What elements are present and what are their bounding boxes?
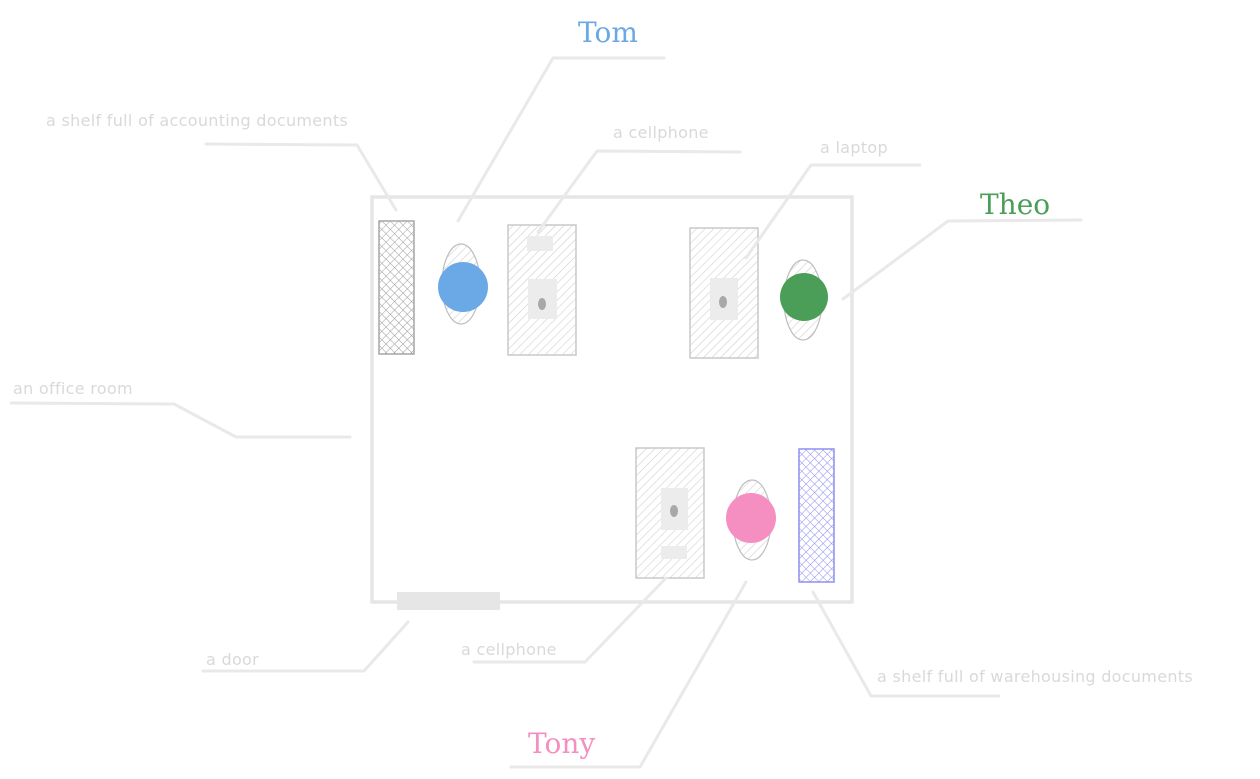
- name-theo: Theo: [980, 188, 1050, 221]
- name-tony: Tony: [528, 727, 595, 760]
- person-tom-dot: [438, 262, 488, 312]
- leader-shelf-warehousing: [811, 590, 1001, 698]
- name-tom: Tom: [578, 16, 638, 49]
- office-room-outline: [370, 195, 854, 604]
- label-laptop: a laptop: [820, 138, 888, 157]
- leader-shelf-accounting: [204, 142, 398, 212]
- label-shelf-warehousing: a shelf full of warehousing documents: [877, 667, 1193, 686]
- desk-theo-mouse: [719, 296, 727, 308]
- label-office-room: an office room: [13, 379, 133, 398]
- desk-tom: [507, 224, 577, 356]
- leader-tony: [509, 580, 748, 769]
- shelf-warehousing: [798, 448, 835, 583]
- desk-tony: [635, 447, 705, 579]
- leader-door: [201, 620, 410, 673]
- leader-theo: [841, 218, 1083, 301]
- desk-tom-mouse: [538, 298, 546, 310]
- person-tony-dot: [726, 493, 776, 543]
- cellphone-bottom-device: [661, 546, 687, 559]
- leader-cellphone-bottom: [472, 576, 668, 664]
- leader-cellphone-top: [536, 149, 742, 234]
- desk-theo: [689, 227, 759, 359]
- leader-tom: [456, 56, 666, 223]
- leader-laptop: [744, 163, 922, 260]
- cellphone-top-device: [527, 236, 553, 251]
- door: [397, 592, 500, 610]
- leader-office-room: [9, 401, 352, 439]
- label-cellphone-top: a cellphone: [613, 123, 709, 142]
- person-theo-dot: [780, 273, 828, 321]
- label-cellphone-bottom: a cellphone: [461, 640, 557, 659]
- desk-tony-mouse: [670, 505, 678, 517]
- label-door: a door: [206, 650, 259, 669]
- label-shelf-accounting: a shelf full of accounting documents: [46, 111, 348, 130]
- shelf-accounting: [378, 220, 415, 355]
